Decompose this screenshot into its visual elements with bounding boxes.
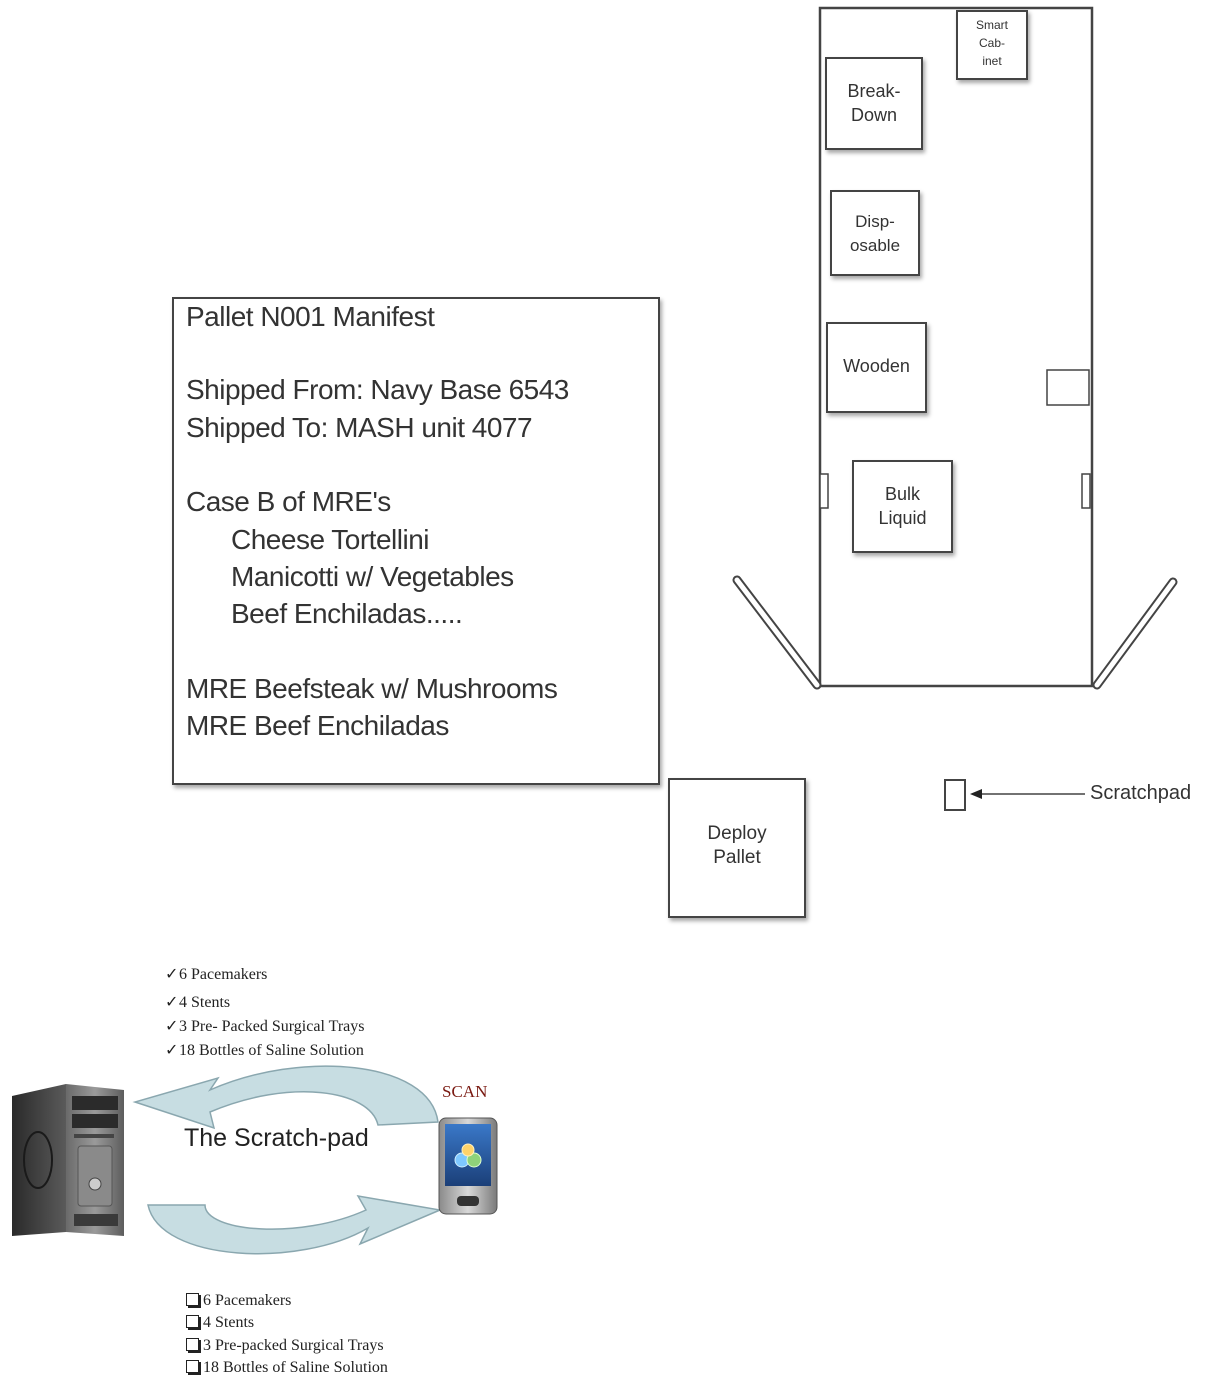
pallet-manifest-box: Pallet N001 Manifest Shipped From: Navy … (172, 297, 660, 785)
wooden-label: Wooden (843, 356, 910, 376)
unchecked-item-label: 18 Bottles of Saline Solution (203, 1359, 388, 1376)
check-icon: ✓ (165, 966, 179, 983)
checked-item-list: ✓6 Pacemakers ✓4 Stents ✓3 Pre- Packed S… (165, 964, 425, 1064)
computer-tower-icon (12, 1084, 124, 1236)
smart-cabinet-label-1: Smart (975, 18, 1008, 32)
manifest-shipped-from: Shipped From: Navy Base 6543 (186, 374, 569, 405)
scratchpad-center-label: The Scratch-pad (184, 1124, 369, 1152)
smart-cabinet-label-2: Cab- (978, 36, 1005, 50)
bulk-liquid-label-2: Liquid (878, 508, 927, 528)
manifest-shipped-to: Shipped To: MASH unit 4077 (186, 412, 533, 443)
smart-cabinet-box: Smart Cab- inet (956, 10, 1028, 80)
unchecked-item-list: 6 Pacemakers 4 Stents 3 Pre-packed Surgi… (186, 1292, 446, 1378)
deploy-pallet-label-2: Pallet (713, 847, 761, 868)
manifest-title: Pallet N001 Manifest (186, 301, 435, 332)
disposable-label-1: Disp- (855, 212, 895, 231)
deploy-pallet-label-1: Deploy (707, 823, 767, 844)
manifest-case-item: Beef Enchiladas..... (231, 598, 463, 629)
checked-item: ✓3 Pre- Packed Surgical Trays (165, 1016, 364, 1036)
manifest-loose-item: MRE Beef Enchiladas (186, 710, 449, 741)
unchecked-item-label: 3 Pre-packed Surgical Trays (203, 1337, 384, 1354)
checked-item-label: 4 Stents (179, 994, 231, 1011)
unchecked-item: 6 Pacemakers (186, 1292, 291, 1310)
checked-item-label: 3 Pre- Packed Surgical Trays (179, 1018, 365, 1035)
checked-item: ✓4 Stents (165, 992, 230, 1012)
unchecked-item: 18 Bottles of Saline Solution (186, 1359, 388, 1377)
checkbox-icon (186, 1293, 199, 1306)
deploy-pallet-box: Deploy Pallet (668, 778, 806, 918)
checkbox-icon (186, 1360, 199, 1373)
manifest-case-item: Cheese Tortellini (231, 524, 430, 555)
unchecked-item-label: 4 Stents (203, 1314, 255, 1331)
breakdown-box: Break- Down (825, 57, 923, 150)
handheld-scanner-icon (438, 1117, 498, 1215)
unchecked-item: 3 Pre-packed Surgical Trays (186, 1337, 384, 1355)
download-arrow (147, 1194, 443, 1255)
check-icon: ✓ (165, 1018, 179, 1035)
check-icon: ✓ (165, 994, 179, 1011)
disposable-label-2: osable (849, 236, 901, 255)
wooden-box: Wooden (826, 322, 927, 413)
manifest-case-item: Manicotti w/ Vegetables (231, 561, 514, 592)
disposable-box: Disp- osable (830, 190, 920, 276)
sync-arrows (132, 1065, 443, 1255)
checked-item-label: 18 Bottles of Saline Solution (179, 1042, 364, 1059)
unchecked-item-label: 6 Pacemakers (203, 1292, 292, 1309)
smart-cabinet-label-3: inet (982, 54, 1002, 68)
checked-item-label: 6 Pacemakers (179, 966, 268, 983)
floor-plan-outline (732, 6, 1178, 690)
scratchpad-label: Scratchpad (1090, 782, 1192, 804)
unchecked-item: 4 Stents (186, 1314, 254, 1332)
check-icon: ✓ (165, 1042, 179, 1059)
scratchpad-pointer-arrow (944, 779, 1085, 811)
checked-item: ✓6 Pacemakers (165, 964, 267, 984)
scan-label: SCAN (442, 1082, 488, 1101)
manifest-case-header: Case B of MRE's (186, 486, 391, 517)
bulk-liquid-box: Bulk Liquid (852, 460, 953, 553)
checkbox-icon (186, 1315, 199, 1328)
checked-item: ✓18 Bottles of Saline Solution (165, 1040, 364, 1060)
manifest-loose-item: MRE Beefsteak w/ Mushrooms (186, 673, 558, 704)
checkbox-icon (186, 1338, 199, 1351)
breakdown-label-2: Down (850, 105, 898, 125)
breakdown-label-1: Break- (847, 81, 901, 101)
bulk-liquid-label-1: Bulk (884, 484, 920, 504)
upload-arrow (132, 1065, 439, 1130)
